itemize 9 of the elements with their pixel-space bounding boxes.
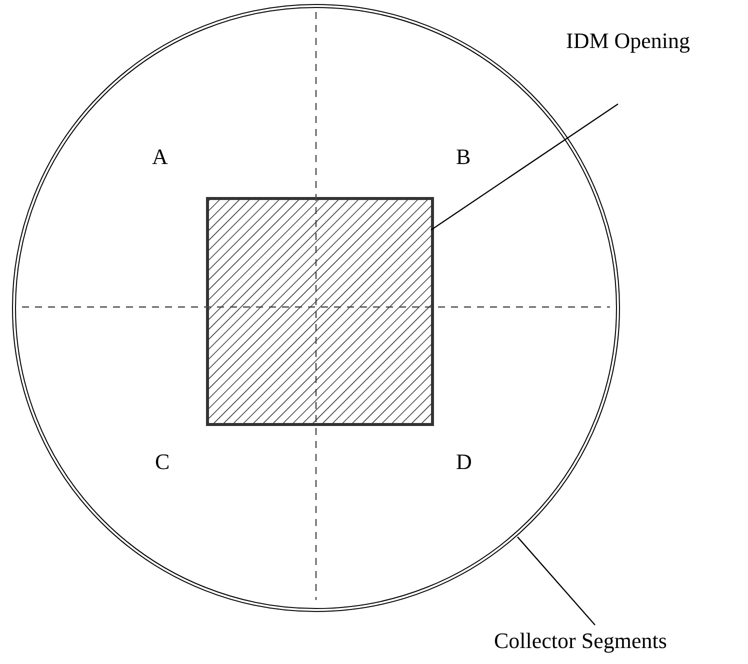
quadrant-label: D <box>456 448 472 476</box>
quadrant-label: A <box>152 143 168 171</box>
quadrant-label: B <box>456 143 471 171</box>
leader-line <box>430 104 618 230</box>
quadrant-label: C <box>155 448 170 476</box>
callout-text: IDM Opening <box>566 24 748 58</box>
callout-text: Collector Segments <box>494 624 748 658</box>
hatched-square <box>206 197 434 426</box>
leader-line <box>517 536 596 626</box>
